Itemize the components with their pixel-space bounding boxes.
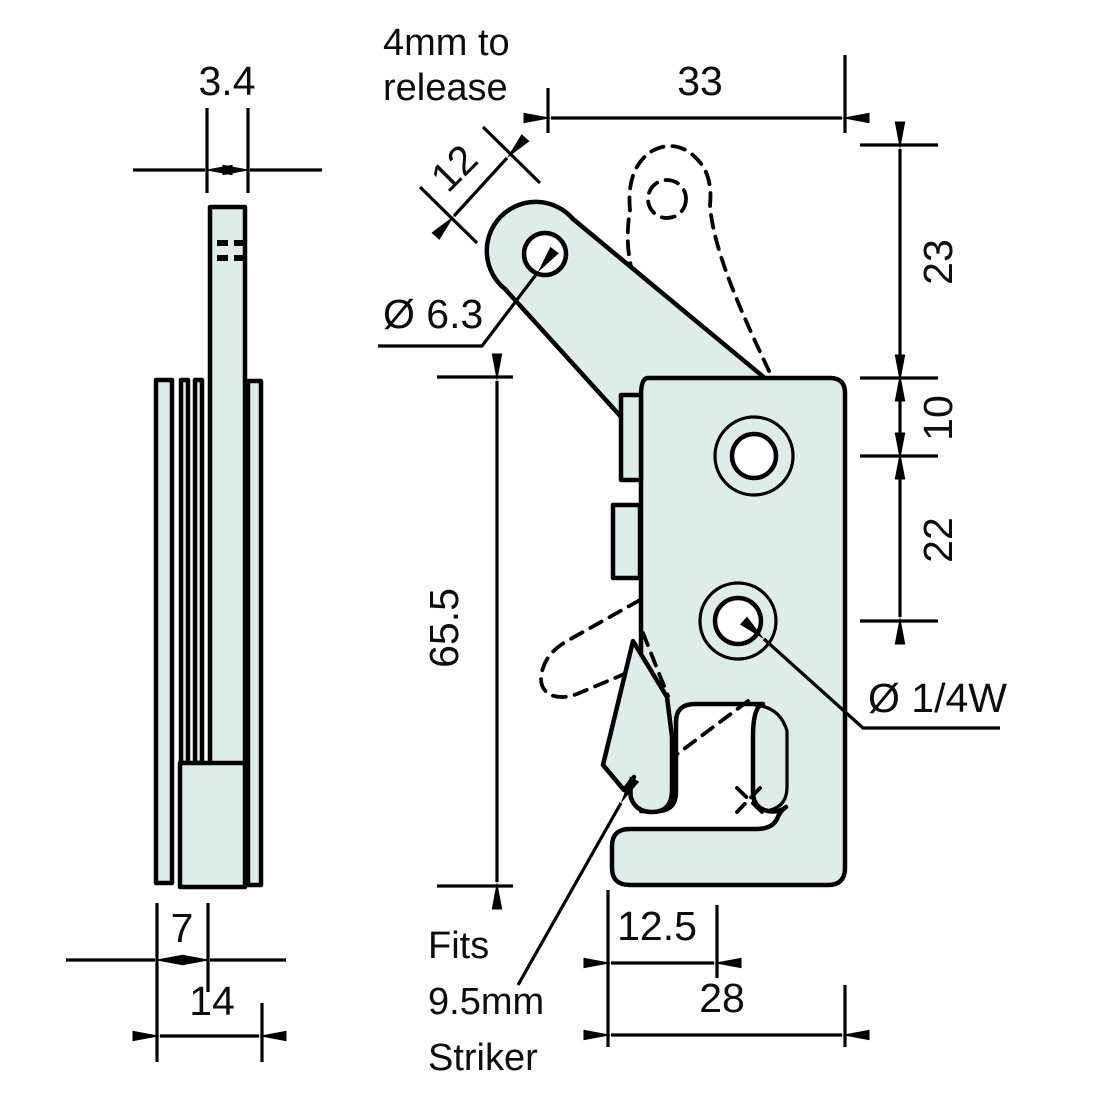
pawl-released-outline-dashed (539, 598, 643, 699)
lever-released-hole-dashed (646, 178, 688, 220)
note-striker: Fits 9.5mm Striker (428, 776, 640, 1079)
dim-chain-right: 23 10 22 (860, 121, 961, 645)
dim-label-23: 23 (915, 239, 961, 285)
dim-overall-width: 14 (132, 978, 287, 1062)
mount-hole-top-counterbore (713, 415, 795, 497)
side-blade-grip-marks (217, 240, 245, 261)
dim-label-mount-hole: Ø 1/4W (868, 675, 1007, 721)
note-striker-line3: Striker (428, 1037, 538, 1079)
pawl-released-edge-dashed-2 (626, 699, 750, 793)
side-view (153, 204, 264, 890)
note-release: 4mm to release (383, 22, 510, 109)
mount-hole-top (729, 431, 779, 481)
pawl-released-edge-dashed-1 (641, 631, 670, 698)
side-spring-leaf-2 (192, 377, 205, 766)
note-release-line2: release (383, 67, 508, 109)
pawl-released-tip-dashed (735, 786, 764, 814)
dim-base-width: 28 (583, 975, 870, 1047)
side-lever-blade (207, 204, 248, 770)
side-outer-plate-left (153, 377, 175, 886)
spring-tab-upper (618, 392, 644, 483)
callout-mount-hole: Ø 1/4W (740, 616, 1007, 730)
dim-label-7: 7 (171, 905, 194, 951)
note-striker-line1: Fits (428, 925, 489, 967)
dim-top-width: 33 (523, 55, 870, 133)
dim-label-lever-hole: Ø 6.3 (383, 291, 483, 337)
note-release-line1: 4mm to (383, 22, 510, 64)
spring-tab-lower (610, 502, 643, 581)
callout-lever-hole: Ø 6.3 (378, 246, 559, 348)
mount-hole-bottom (712, 595, 764, 647)
side-pawl-block (177, 760, 248, 890)
dim-slot-offset: 12.5 (583, 890, 742, 1047)
dim-label-14: 14 (189, 978, 235, 1024)
dim-label-22: 22 (915, 517, 961, 563)
dim-label-33: 33 (677, 58, 723, 104)
lever-pivot-hole (521, 230, 569, 278)
dim-pawl-width: 7 (66, 903, 286, 992)
dim-label-28: 28 (699, 975, 745, 1021)
dim-label-65-5: 65.5 (421, 588, 467, 668)
mount-hole-bottom-counterbore (698, 581, 778, 661)
dim-label-12-5: 12.5 (617, 903, 697, 949)
dim-label-3-4: 3.4 (199, 58, 256, 104)
side-outer-plate-right (245, 378, 264, 888)
dim-blade-thickness: 3.4 (133, 58, 322, 193)
dim-label-10: 10 (915, 395, 961, 441)
side-spring-leaf-1 (178, 377, 191, 766)
hook-tongue-edge (753, 703, 789, 812)
dim-overall-height: 65.5 (421, 353, 513, 910)
front-view (484, 144, 848, 888)
note-striker-line2: 9.5mm (428, 981, 544, 1023)
lever-released-outline-dashed (625, 144, 771, 373)
